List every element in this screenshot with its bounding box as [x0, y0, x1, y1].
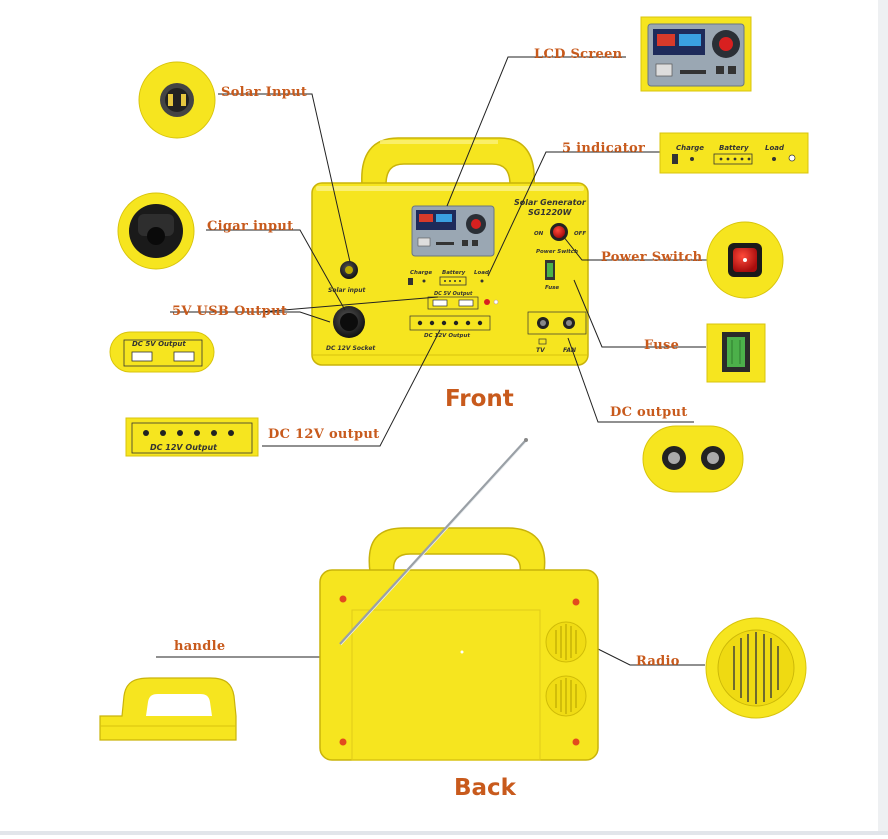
inset-solar-input	[138, 61, 216, 139]
device-model-label: SG1220W	[528, 208, 573, 217]
inset-battery-label: Battery	[719, 144, 749, 152]
callout-lcd-screen: LCD Screen	[534, 47, 623, 62]
inset-handle	[99, 677, 237, 741]
callout-power-switch: Power Switch	[601, 250, 703, 265]
front-usb-port-2	[458, 299, 474, 307]
inset-dc12v-label: DC 12V Output	[150, 443, 218, 452]
front-solar-input-label: Solar input	[328, 287, 366, 294]
front-title: Front	[445, 386, 514, 412]
inset-lcd-screen	[640, 16, 752, 92]
inset-dc-output	[642, 425, 744, 493]
back-title: Back	[454, 775, 516, 801]
front-dc12v-socket-label: DC 12V Socket	[326, 345, 376, 352]
back-antenna	[339, 439, 527, 645]
front-power-switch-label: Power Switch	[536, 249, 578, 255]
front-dc12v-output-label: DC 12V Output	[424, 333, 470, 339]
front-on-label: ON	[534, 231, 544, 237]
callout-dc12v-output: DC 12V output	[268, 427, 380, 442]
front-dc5v-label: DC 5V Output	[434, 291, 473, 297]
callout-usb-output: 5V USB Output	[172, 304, 288, 319]
callout-handle: handle	[174, 639, 226, 654]
callout-lines	[156, 56, 716, 666]
inset-dc12v-output: DC 12V Output	[125, 417, 259, 457]
inset-power-switch	[706, 221, 784, 299]
callout-solar-input: Solar Input	[221, 85, 308, 100]
inset-dc5v-label: DC 5V Output	[132, 340, 186, 348]
inset-charge-label: Charge	[676, 144, 704, 152]
inset-indicator: Charge Battery Load	[659, 132, 809, 174]
front-fuse-label: Fuse	[545, 285, 559, 291]
front-device: Solar Generator SG1220W Charge Battery L…	[311, 137, 589, 366]
device-brand-label: Solar Generator	[514, 198, 587, 207]
bottom-edge-strip	[0, 831, 888, 835]
callout-cigar-input: Cigar input	[207, 219, 294, 234]
right-edge-strip	[878, 0, 888, 835]
back-speaker-grill-bottom	[545, 675, 587, 717]
inset-radio	[705, 617, 807, 719]
front-battery-label: Battery	[442, 270, 466, 276]
back-device	[319, 438, 599, 761]
front-load-label: Load	[474, 270, 489, 276]
inset-load-label: Load	[765, 144, 785, 152]
front-off-label: OFF	[574, 231, 586, 237]
back-speaker-grill-top	[545, 621, 587, 663]
callout-radio: Radio	[636, 654, 680, 669]
callout-indicator: 5 indicator	[562, 141, 646, 156]
front-fuse	[547, 263, 553, 277]
front-usb-port-1	[432, 299, 448, 307]
inset-fuse	[706, 323, 766, 383]
front-charge-label: Charge	[410, 270, 432, 276]
inset-cigar-input	[117, 192, 195, 270]
callout-fuse: Fuse	[644, 338, 680, 353]
front-tv-label: TV	[536, 347, 546, 354]
callout-dc-output: DC output	[610, 405, 688, 420]
inset-usb-output: DC 5V Output	[109, 331, 215, 373]
front-fan-label: FAN	[563, 347, 576, 354]
